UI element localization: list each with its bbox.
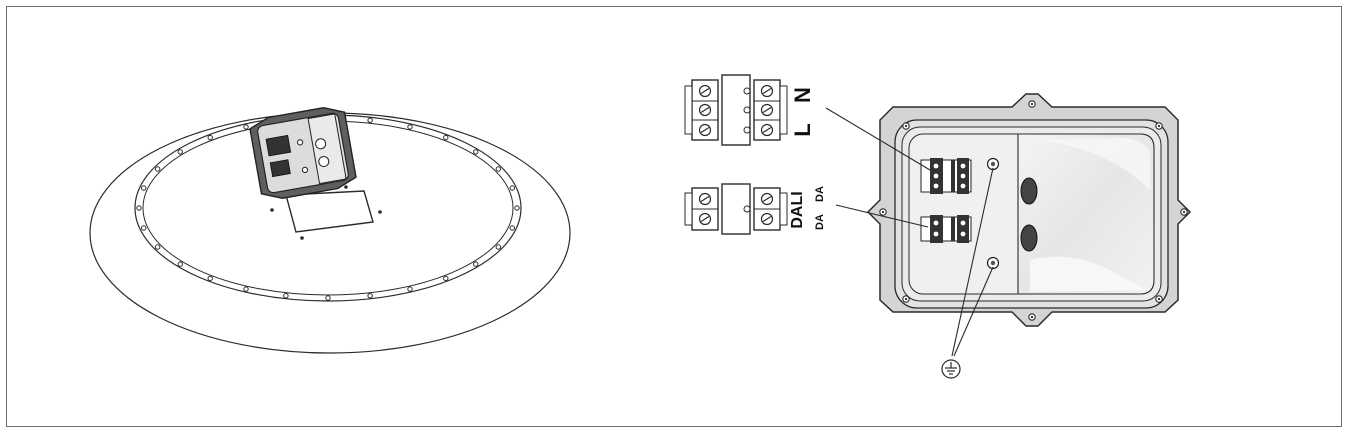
rim-bolt [155, 244, 161, 250]
dali-terminal-block-installed [920, 215, 972, 243]
rim-bolt [243, 286, 249, 292]
earth-stud [986, 256, 1000, 270]
hatch-fixing [344, 185, 348, 189]
rim-bolt [367, 117, 373, 124]
rim-bolt [141, 185, 147, 191]
rim-bolt [177, 261, 183, 267]
leader-mains [825, 107, 931, 171]
luminaire-view [89, 107, 571, 354]
rim-bolt [495, 244, 501, 250]
cable-gland [1020, 177, 1038, 205]
label-da-bottom: DA [814, 214, 826, 230]
cable-gland [1020, 224, 1038, 252]
rim-bolt [177, 149, 183, 155]
rim-bolt [141, 225, 147, 231]
leader-dali [835, 204, 929, 228]
rim-bolt [207, 275, 213, 282]
rim-bolt [407, 124, 413, 130]
rim-bolt [243, 124, 249, 130]
hatch-fixing [300, 236, 304, 240]
ground-symbol-icon [941, 359, 961, 379]
rim-bolt [325, 295, 331, 301]
luminaire-junction-box [249, 107, 357, 199]
driver-cover [1017, 133, 1155, 295]
leader-earth [953, 266, 994, 357]
rim-bolt [509, 185, 515, 191]
mains-terminal-block [684, 74, 788, 146]
rim-bolt [136, 205, 142, 211]
rim-bolt [473, 149, 479, 155]
label-dali: DALI [789, 191, 806, 228]
rim-bolt [367, 293, 373, 299]
hatch-fixing [270, 208, 274, 212]
rim-bolt [514, 205, 520, 211]
label-live: L [790, 123, 815, 136]
mains-terminal-block-installed [920, 158, 972, 194]
junction-box-detail [866, 93, 1192, 327]
rim-bolt [443, 275, 449, 282]
hatch-fixing [378, 210, 382, 214]
earth-stud [986, 157, 1000, 171]
dali-terminal-block [684, 183, 788, 235]
rim-bolt [509, 225, 515, 231]
access-hatch [285, 190, 374, 233]
rim-bolt [155, 166, 161, 172]
figure-frame [6, 6, 1342, 427]
rim-bolt [283, 293, 289, 299]
label-da-top: DA [814, 186, 826, 202]
rim-bolt [443, 134, 449, 141]
rim-bolt [495, 166, 501, 172]
label-neutral: N [790, 87, 815, 103]
rim-bolt [407, 286, 413, 292]
rim-bolt [473, 261, 479, 267]
leader-earth [951, 167, 994, 357]
rim-bolt [207, 134, 213, 141]
